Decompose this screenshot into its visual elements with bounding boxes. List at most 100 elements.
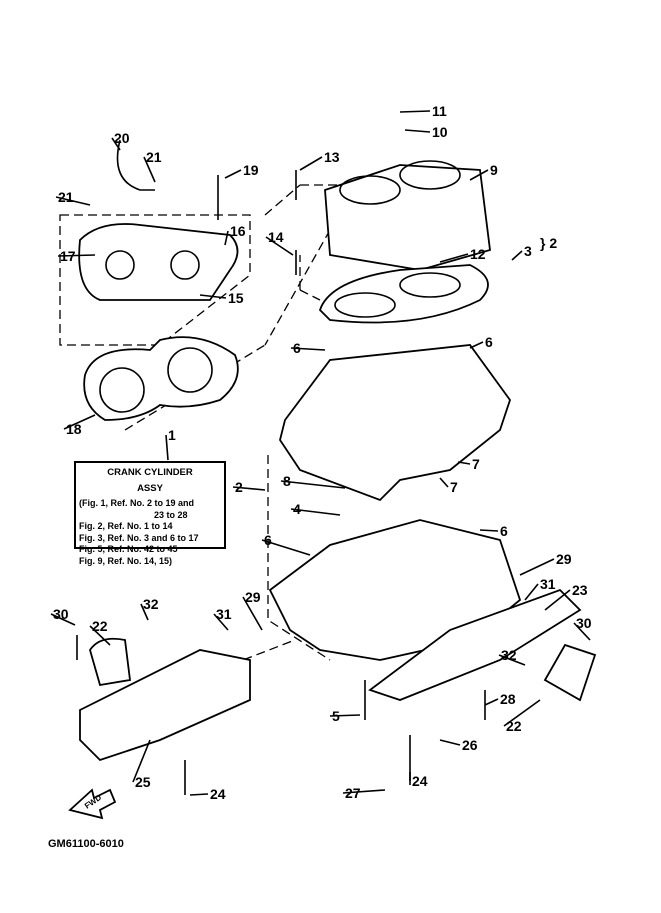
engine-mount-left	[79, 649, 251, 762]
leader-line	[242, 596, 263, 631]
leader-line	[290, 508, 341, 516]
callout-7: 7	[450, 479, 458, 495]
leader-line	[399, 110, 431, 113]
engine-mount-right	[368, 588, 582, 701]
leader-line	[479, 529, 499, 532]
callout-5: 5	[332, 708, 340, 724]
leader-line	[439, 739, 461, 746]
callout-28: 28	[500, 691, 516, 707]
leader-line	[265, 236, 294, 256]
callout-20: 20	[114, 130, 130, 146]
hose	[116, 139, 155, 191]
head-gasket	[83, 336, 239, 421]
leader-line	[457, 461, 471, 465]
leader-line	[165, 434, 169, 461]
crankcase-group-outline	[164, 455, 331, 691]
callout-9: 9	[490, 162, 498, 178]
callout-7: 7	[472, 456, 480, 472]
leader-line	[189, 793, 209, 796]
leader-line	[524, 583, 539, 601]
callout-32: 32	[143, 596, 159, 612]
leader-line	[232, 486, 266, 491]
box-title-2: ASSY	[137, 482, 163, 494]
callout-30: 30	[576, 615, 592, 631]
cylinder-block	[324, 164, 491, 271]
callout-22: 22	[506, 718, 522, 734]
leader-line	[484, 698, 499, 706]
base-gasket	[318, 264, 489, 324]
leader-line	[143, 156, 156, 183]
leader-line	[498, 654, 526, 666]
leader-line	[140, 603, 149, 621]
leader-line	[199, 294, 227, 299]
callout-12: 12	[470, 246, 486, 262]
leader-line	[224, 230, 229, 246]
callout-24: 24	[210, 786, 226, 802]
cylinder-head-cover	[78, 223, 239, 301]
callout-17: 17	[60, 248, 76, 264]
callout-10: 10	[432, 124, 448, 140]
leader-line	[50, 613, 76, 626]
leader-line	[299, 156, 323, 171]
callout-31: 31	[540, 576, 556, 592]
callout-21: 21	[58, 189, 74, 205]
callout-4: 4	[293, 501, 301, 517]
fwd-arrow	[68, 788, 117, 820]
callout-11: 11	[432, 103, 447, 119]
callout-13: 13	[324, 149, 340, 165]
gasket-leader	[124, 229, 331, 431]
ref-line: (Fig. 1, Ref. No. 2 to 19 and	[79, 498, 195, 508]
callout-23: 23	[572, 582, 588, 598]
leader-line	[342, 789, 386, 794]
leader-line	[503, 699, 541, 727]
callout-6: 6	[293, 340, 301, 356]
callout-2: } 2	[540, 235, 557, 251]
callout-29: 29	[556, 551, 572, 567]
leader-line	[439, 253, 469, 263]
callout-3: 3	[524, 243, 532, 259]
leader-line	[511, 250, 523, 261]
leader-line	[519, 558, 555, 576]
callout-6: 6	[485, 334, 493, 350]
leader-line	[439, 477, 449, 488]
callout-14: 14	[268, 229, 284, 245]
ref-line: 23 to 28	[154, 509, 188, 520]
leader-line	[573, 622, 591, 641]
box-title-1: CRANK CYLINDER	[107, 467, 193, 478]
leader-line	[111, 137, 121, 151]
callout-6: 6	[500, 523, 508, 539]
leader-line	[469, 169, 489, 181]
damper-left	[89, 637, 132, 687]
callout-2: 2	[235, 479, 243, 495]
callout-8: 8	[283, 473, 291, 489]
leader-line	[261, 539, 311, 556]
callout-32: 32	[501, 647, 517, 663]
ref-line: Fig. 9, Ref. No. 14, 15)	[79, 555, 173, 566]
callout-25: 25	[135, 774, 151, 790]
leader-line	[132, 739, 151, 783]
leader-line	[213, 613, 229, 631]
diagram-code: GM61100-6010	[48, 838, 124, 850]
callout-30: 30	[53, 606, 69, 622]
leader-line	[544, 589, 571, 611]
callout-22: 22	[92, 618, 108, 634]
leader-line	[55, 196, 91, 206]
ref-line: Fig. 3, Ref. No. 3 and 6 to 17	[79, 532, 199, 543]
callout-15: 15	[228, 290, 244, 306]
leader-line	[224, 169, 242, 179]
damper-right	[543, 643, 597, 702]
callout-21: 21	[146, 149, 162, 165]
leader-line	[280, 480, 346, 489]
ref-line: Fig. 5, Ref. No. 42 to 45	[79, 544, 178, 554]
leader-line	[89, 625, 111, 646]
leader-line	[57, 254, 96, 257]
leader-line	[469, 341, 484, 349]
callout-1: 1	[168, 427, 176, 443]
ref-line: Fig. 2, Ref. No. 1 to 14	[79, 521, 173, 531]
callout-6: 6	[264, 532, 272, 548]
callout-31: 31	[216, 606, 232, 622]
callout-18: 18	[66, 421, 82, 437]
leader-line	[290, 347, 326, 351]
